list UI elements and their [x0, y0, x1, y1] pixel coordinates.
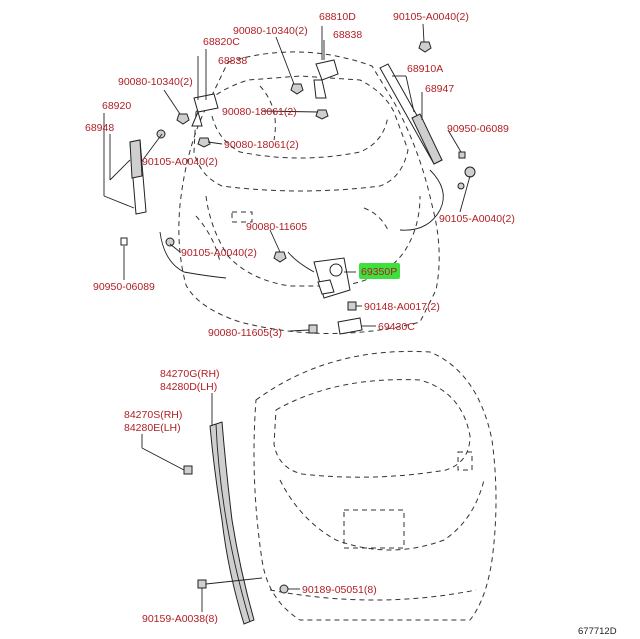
highlight-69350P: [359, 263, 400, 279]
callout-90950-06089-left[interactable]: 90950-06089: [93, 281, 155, 293]
callout-68810D[interactable]: 68810D: [319, 11, 356, 23]
bolt-90080-10340-right: [290, 83, 304, 95]
callout-68820C[interactable]: 68820C: [203, 36, 240, 48]
bolt-90148-A0017: [347, 301, 357, 311]
callout-90080-11605-a[interactable]: 90080-11605: [246, 221, 307, 233]
callout-90159-A0038[interactable]: 90159-A0038(8): [142, 613, 218, 625]
callout-68910A[interactable]: 68910A: [407, 63, 443, 75]
clip-90159-A0038: [197, 579, 207, 589]
callout-90080-10340-right[interactable]: 90080-10340(2): [233, 25, 308, 37]
callout-69430C[interactable]: 69430C: [378, 321, 415, 333]
callout-68920[interactable]: 68920: [102, 100, 131, 112]
callout-90080-10340-left[interactable]: 90080-10340(2): [118, 76, 193, 88]
bolt-90080-10340-left: [176, 113, 190, 125]
callout-68947[interactable]: 68947: [425, 83, 454, 95]
callout-69350P[interactable]: 69350P: [361, 266, 397, 278]
garnish-strip-84270-84280: [209, 421, 255, 625]
callout-90950-06089-right[interactable]: 90950-06089: [447, 123, 509, 135]
clip-90105-A0040-top: [418, 41, 432, 53]
clip-84270S-84280E: [183, 465, 193, 475]
bolt-90080-18061-b: [197, 137, 211, 148]
lock-assembly-69350P: [287, 251, 351, 299]
ball-stud-90105-A0040-right: [457, 166, 476, 190]
ball-stud-90105-A0040-left: [156, 129, 175, 247]
callout-labels: 68810D 68838 90080-10340(2) 90105-A0040(…: [85, 11, 617, 637]
callout-90080-18061-b[interactable]: 90080-18061(2): [224, 139, 299, 151]
bolt-90080-11605-b: [308, 324, 318, 334]
bolt-90080-18061-a: [315, 109, 329, 120]
callout-68838-right[interactable]: 68838: [333, 29, 362, 41]
callout-90080-18061-a[interactable]: 90080-18061(2): [222, 106, 297, 118]
clip-90950-06089-right: [458, 151, 466, 159]
leader-lines: [103, 23, 471, 612]
callout-84270G[interactable]: 84270G(RH): [160, 368, 220, 380]
callout-84280D[interactable]: 84280D(LH): [160, 381, 217, 393]
callout-90105-A0040-right-lower[interactable]: 90105-A0040(2): [439, 213, 515, 225]
nut-90189-05051: [279, 584, 289, 594]
clip-90950-06089-left: [120, 237, 128, 246]
callout-90105-A0040-left-lower[interactable]: 90105-A0040(2): [181, 247, 257, 259]
striker-69430C: [337, 317, 363, 335]
gas-strut-68947-right: [379, 63, 443, 165]
callout-90148-A0017[interactable]: 90148-A0017(2): [364, 301, 440, 313]
callout-90105-A0040-left-upper[interactable]: 90105-A0040(2): [142, 156, 218, 168]
bolt-90080-11605-a: [273, 251, 287, 263]
hinge-right-upper: [313, 59, 339, 99]
callout-84270S[interactable]: 84270S(RH): [124, 409, 182, 421]
hinge-left-upper: [191, 93, 219, 127]
callout-68948[interactable]: 68948: [85, 122, 114, 134]
diagram-code: 677712D: [578, 626, 617, 637]
callout-90105-A0040-top[interactable]: 90105-A0040(2): [393, 11, 469, 23]
callout-90189-05051[interactable]: 90189-05051(8): [302, 584, 377, 596]
callout-84280E[interactable]: 84280E(LH): [124, 422, 181, 434]
upper-back-door-outline: [178, 51, 440, 334]
callout-90080-11605-b[interactable]: 90080-11605(3): [208, 327, 282, 339]
gas-strut-68948-left: [129, 139, 147, 215]
callout-68838-left[interactable]: 68838: [218, 55, 247, 67]
lower-back-door-outline: [253, 350, 497, 621]
